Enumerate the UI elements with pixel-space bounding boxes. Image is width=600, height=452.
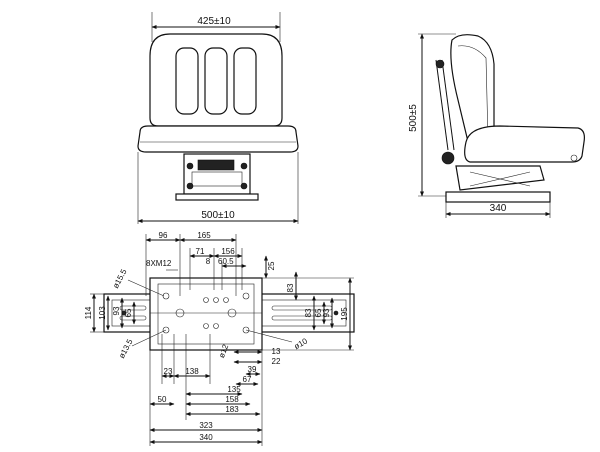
label-d10: ø10 [293, 336, 310, 351]
dim-67: 67 [243, 375, 252, 384]
seat-cushion [137, 125, 299, 153]
dim-13: 13 [272, 347, 281, 356]
dim-93-right: 93 [322, 308, 331, 317]
side-seat [464, 125, 585, 163]
top-dimension-chain: 96 165 71 156 60.5 25 8 8XM12 [145, 231, 276, 296]
dim-8: 8 [206, 257, 211, 266]
dim-156: 156 [221, 247, 235, 256]
front-view: 425±10 500±10 [137, 12, 299, 224]
dim-158: 158 [225, 395, 239, 404]
dim-114: 114 [84, 306, 93, 319]
dim-135: 135 [227, 385, 241, 394]
front-width-top-label: 425±10 [197, 16, 231, 27]
dim-340: 340 [199, 433, 213, 442]
bottom-view: 96 165 71 156 60.5 25 8 8XM12 ø15.5 ø13.… [84, 231, 355, 446]
backrest-pad-left [175, 47, 199, 115]
bottom-dimension-chain: 23 138 13 22 39 67 135 158 183 50 323 [149, 334, 281, 446]
dim-25: 25 [267, 261, 276, 270]
dim-103: 103 [98, 306, 107, 320]
dim-23: 23 [164, 367, 173, 376]
dim-323: 323 [199, 421, 213, 430]
backrest-pad-right [233, 47, 257, 115]
backrest-pad-center [204, 47, 228, 115]
right-dimension-chain: 83 83 93 65 195 [262, 271, 354, 351]
dim-96: 96 [159, 231, 168, 240]
dim-138: 138 [185, 367, 199, 376]
dim-71: 71 [196, 247, 205, 256]
dim-83-top: 83 [286, 283, 295, 292]
dim-50: 50 [158, 395, 167, 404]
dim-65-left: 65 [124, 308, 133, 317]
dim-183: 183 [225, 405, 239, 414]
dim-22: 22 [272, 357, 281, 366]
left-dimension-chain: 114 103 93 65 [84, 293, 136, 333]
side-base-rail [445, 191, 551, 203]
side-base-width-label: 340 [490, 203, 507, 214]
side-height-label: 500±5 [408, 104, 419, 132]
front-width-bottom-label: 500±10 [201, 210, 235, 221]
label-d13-5: ø13.5 [117, 337, 135, 360]
label-8xm12: 8XM12 [146, 259, 172, 268]
dim-39: 39 [248, 365, 257, 374]
dim-83: 83 [304, 308, 313, 317]
label-d15-5: ø15.5 [111, 267, 129, 290]
dim-165: 165 [197, 231, 211, 240]
mount-plate-center [149, 277, 263, 351]
side-view: 500±5 340 [408, 33, 585, 218]
dim-65-right: 65 [314, 308, 323, 317]
dim-93-left: 93 [112, 306, 121, 315]
dim-195: 195 [340, 307, 349, 321]
dim-60-5: 60.5 [218, 257, 234, 266]
